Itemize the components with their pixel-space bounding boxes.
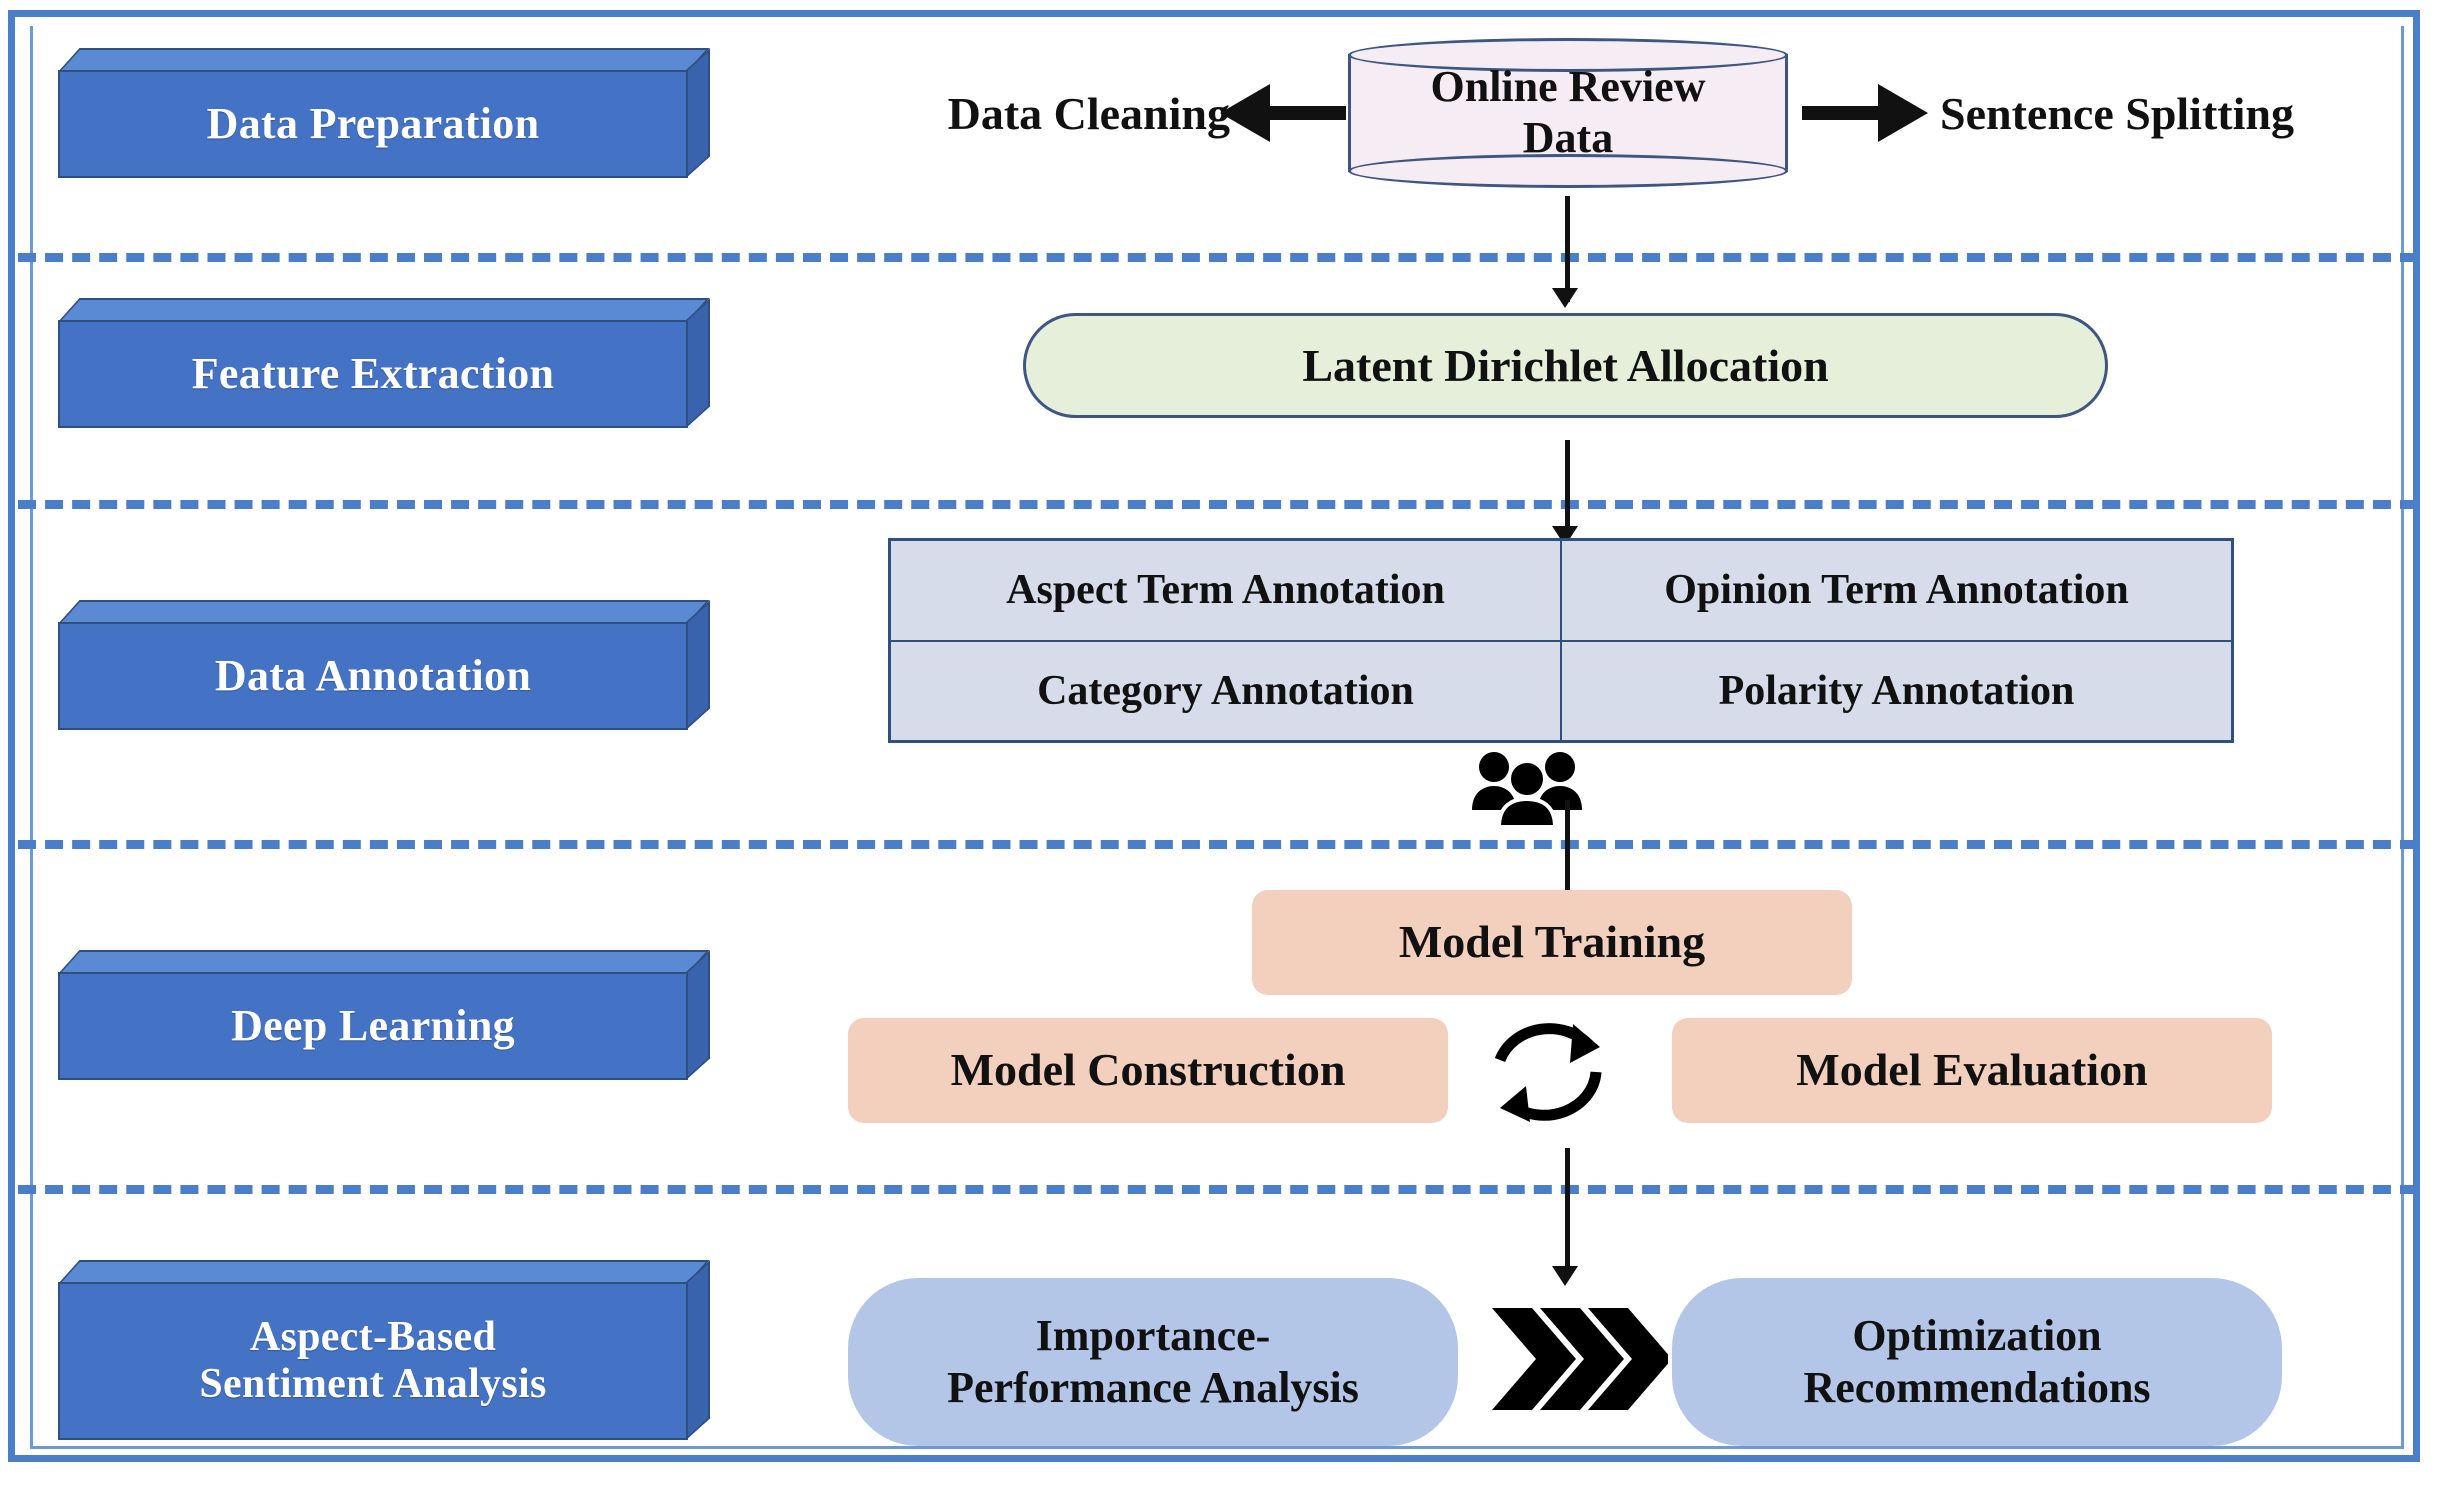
importance-performance-analysis-box[interactable]: Importance- Performance Analysis (848, 1278, 1458, 1446)
cylinder-top-ellipse (1348, 38, 1788, 72)
separator-line-3 (18, 840, 2418, 849)
lda-label: Latent Dirichlet Allocation (1302, 340, 1829, 391)
stage-box-top-face (58, 600, 710, 624)
stage-box-side-face (686, 950, 710, 1080)
lda-stadium-box[interactable]: Latent Dirichlet Allocation (1023, 313, 2108, 418)
cylinder-label-line2: Data (1522, 113, 1614, 162)
stage-box-top-face (58, 1260, 710, 1284)
arrow-right-icon (1802, 84, 1928, 142)
connector-line-prep-to-lda (1565, 196, 1570, 302)
stage-box-data-annotation[interactable]: Data Annotation (58, 600, 710, 730)
annotation-cell-opinion-term[interactable]: Opinion Term Annotation (1562, 541, 2231, 640)
triple-chevron-right-icon (1492, 1308, 1668, 1410)
stage-label-deep-learning: Deep Learning (58, 972, 688, 1080)
cylinder-label: Online Review Data (1348, 38, 1788, 188)
stage-label-data-annotation: Data Annotation (58, 622, 688, 730)
refresh-cycle-icon (1494, 1023, 1602, 1122)
connector-line-training-to-absa (1565, 1148, 1570, 1278)
annotation-cell-category[interactable]: Category Annotation (891, 641, 1560, 740)
stage-box-feature-extraction[interactable]: Feature Extraction (58, 298, 710, 428)
stage-box-side-face (686, 600, 710, 730)
model-construction-box[interactable]: Model Construction (848, 1018, 1448, 1123)
optimization-recommendations-box[interactable]: Optimization Recommendations (1672, 1278, 2282, 1446)
optimization-label-line2: Recommendations (1803, 1363, 2151, 1412)
cylinder-body (1348, 54, 1788, 172)
connector-arrowhead-training-to-absa (1552, 1266, 1578, 1286)
stage-box-side-face (686, 298, 710, 428)
connector-line-lda-to-table (1565, 440, 1570, 540)
stage-box-data-preparation[interactable]: Data Preparation (58, 48, 710, 178)
model-construction-label: Model Construction (950, 1044, 1346, 1096)
stage-box-top-face (58, 298, 710, 322)
separator-line-2 (18, 500, 2418, 509)
stage-label-absa-line2: Sentiment Analysis (199, 1361, 547, 1407)
annotation-cell-polarity[interactable]: Polarity Annotation (1562, 641, 2231, 740)
ipa-label-line2: Performance Analysis (947, 1363, 1359, 1412)
people-group-icon (1472, 752, 1582, 828)
stage-box-top-face (58, 48, 710, 72)
sentence-splitting-label: Sentence Splitting (1940, 87, 2294, 139)
separator-line-1 (18, 253, 2418, 262)
cylinder-bottom-ellipse (1348, 154, 1788, 188)
model-evaluation-label: Model Evaluation (1796, 1044, 2148, 1096)
diagram-outer-frame (8, 10, 2420, 1462)
data-cleaning-label: Data Cleaning (947, 87, 1230, 139)
stage-label-feature-extraction: Feature Extraction (58, 320, 688, 428)
stage-box-top-face (58, 950, 710, 974)
stage-label-absa: Aspect-Based Sentiment Analysis (58, 1282, 688, 1440)
annotation-cell-aspect-term[interactable]: Aspect Term Annotation (891, 541, 1560, 640)
model-evaluation-box[interactable]: Model Evaluation (1672, 1018, 2272, 1123)
connector-line-annotation-to-training (1565, 800, 1570, 928)
diagram-inner-frame (30, 26, 2404, 1449)
stage-box-side-face (686, 48, 710, 178)
stage-label-data-preparation: Data Preparation (58, 70, 688, 178)
stage-label-absa-line1: Aspect-Based (249, 1313, 497, 1360)
arrow-left-icon (1220, 84, 1346, 142)
model-training-label: Model Training (1398, 916, 1706, 968)
cylinder-label-line1: Online Review (1430, 62, 1706, 112)
optimization-label-line1: Optimization (1852, 1311, 2102, 1361)
connector-arrowhead-prep-to-lda (1552, 288, 1578, 308)
stage-box-absa[interactable]: Aspect-Based Sentiment Analysis (58, 1260, 710, 1440)
stage-box-deep-learning[interactable]: Deep Learning (58, 950, 710, 1080)
annotation-table: Aspect Term Annotation Opinion Term Anno… (888, 538, 2234, 743)
stage-box-side-face (686, 1260, 710, 1440)
ipa-label-line1: Importance- (1035, 1311, 1271, 1361)
separator-line-4 (18, 1185, 2418, 1194)
model-training-box[interactable]: Model Training (1252, 890, 1852, 995)
online-review-data-cylinder[interactable]: Online Review Data (1348, 38, 1788, 188)
